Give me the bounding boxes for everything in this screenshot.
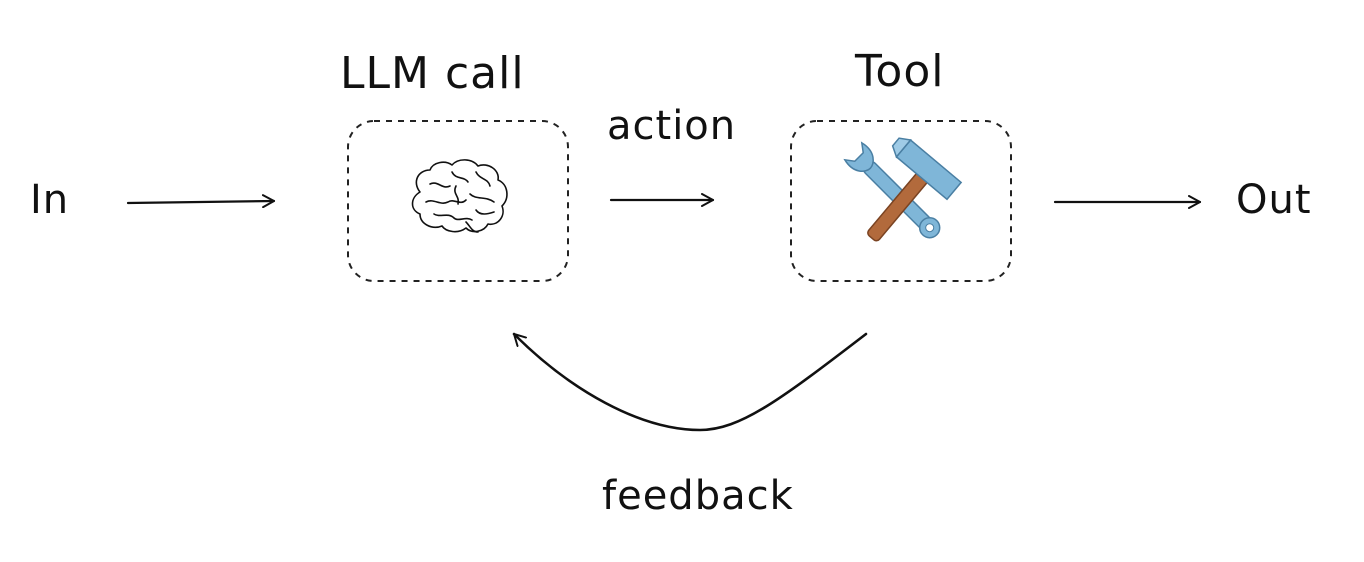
feedback-arrow [512,332,868,432]
brain-icon [411,159,508,233]
action-label: action [607,103,737,149]
feedback-label: feedback [602,473,794,519]
tool-title: Tool [855,46,945,97]
llm-call-title: LLM call [340,48,525,99]
input-arrow [126,194,276,209]
input-label: In [30,177,70,223]
llm-call-box [347,120,569,282]
tool-box [790,120,1012,282]
output-label: Out [1236,177,1312,223]
hammer-and-wrench-icon [843,137,963,242]
